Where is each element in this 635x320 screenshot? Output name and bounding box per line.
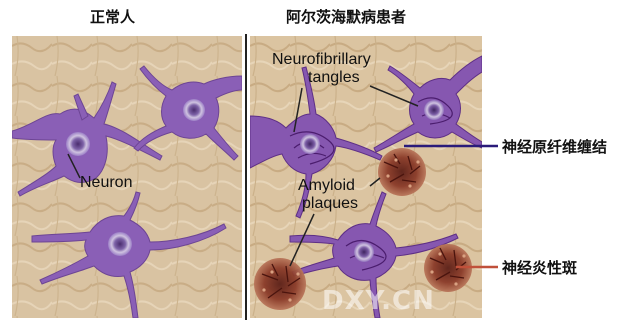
amyloid-plaque bbox=[378, 148, 426, 196]
normal-tissue-illustration: Neuron bbox=[12, 36, 242, 318]
tangles-chinese-label: 神经原纤维缠结 bbox=[502, 136, 607, 157]
alzheimer-title: 阿尔茨海默病患者 bbox=[286, 6, 406, 27]
tangles-label-line1: Neurofibrillary bbox=[272, 51, 371, 68]
normal-title: 正常人 bbox=[90, 6, 135, 27]
alzheimer-tissue-panel: Neurofibrillary tangles Amyloid plaques bbox=[250, 36, 482, 318]
neuron-label: Neuron bbox=[80, 174, 132, 191]
nucleus bbox=[183, 99, 205, 121]
alzheimer-tissue-illustration: Neurofibrillary tangles Amyloid plaques bbox=[250, 36, 482, 318]
nucleus bbox=[66, 132, 90, 156]
plaques-chinese-label: 神经炎性斑 bbox=[502, 257, 577, 278]
nucleus bbox=[300, 134, 320, 154]
amyloid-plaque bbox=[254, 258, 306, 310]
normal-tissue-panel: Neuron bbox=[12, 36, 242, 318]
tangles-label-line2: tangles bbox=[308, 69, 360, 86]
panel-divider bbox=[245, 34, 247, 320]
nucleus bbox=[108, 232, 132, 256]
amyloid-label-line1: Amyloid bbox=[298, 177, 355, 194]
nucleus bbox=[424, 100, 444, 120]
nucleus bbox=[354, 242, 374, 262]
watermark: DXY.CN bbox=[322, 286, 435, 316]
amyloid-label-line2: plaques bbox=[302, 195, 358, 212]
amyloid-plaque bbox=[424, 244, 472, 292]
